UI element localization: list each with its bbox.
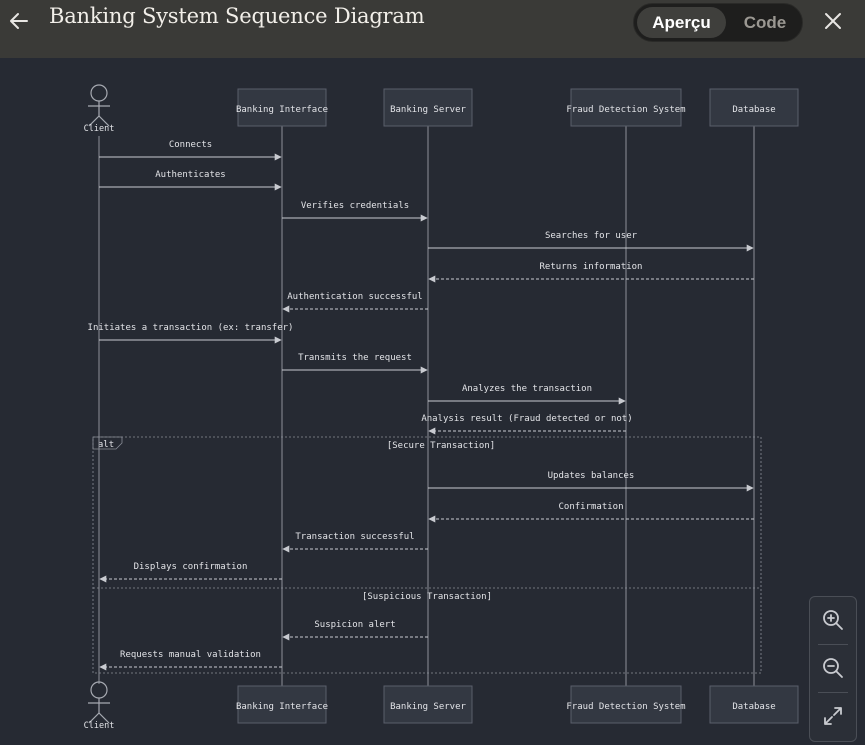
sequence-diagram: alt [Secure Transaction] [Suspicious Trans… [84,84,799,731]
participant-box [709,685,799,724]
actor-leg [98,115,110,127]
zoom-out-icon [823,658,843,678]
divider [818,644,848,645]
participant-box [237,685,327,724]
message-label: Requests manual validation [120,650,261,660]
participant-label: Banking Server [390,105,466,115]
back-button[interactable] [6,8,32,34]
tab-preview[interactable]: Aperçu [637,7,726,38]
message-label: Initiates a transaction (ex: transfer) [88,323,294,333]
zoom-in-icon [823,610,843,630]
participant-label: Database [732,105,775,115]
alt-branch-condition: [Suspicious Transaction] [362,592,492,602]
message-label: Suspicion alert [314,620,395,630]
zoom-controls [809,596,857,742]
arrow-left-icon [10,13,28,29]
message-label: Analyzes the transaction [462,384,592,394]
zoom-out-button[interactable] [810,645,856,691]
actor-leg [88,712,100,724]
participant-label: Banking Server [390,702,466,712]
participant-box [383,88,473,127]
fit-view-button[interactable] [810,693,856,739]
participant-label: Fraud Detection System [566,105,685,115]
header-bar: Banking System Sequence Diagram Aperçu C… [0,0,865,58]
view-toggle: Aperçu Code [633,3,803,42]
actor-head [90,681,108,699]
participant-label: Database [732,702,775,712]
page-title: Banking System Sequence Diagram [49,4,425,28]
message-label: Confirmation [558,502,623,512]
actor-leg [88,115,100,127]
actor-label: Client [84,721,115,731]
participant-label: Banking Interface [236,105,328,115]
message-label: Returns information [540,262,643,272]
message-label: Authentication successful [287,292,422,302]
message-label: Analysis result (Fraud detected or not) [421,414,632,424]
message-label: Updates balances [548,471,635,481]
alt-branch-condition: [Secure Transaction] [387,441,495,451]
participant-box [383,685,473,724]
alt-tag-label: alt [98,440,114,450]
message-label: Verifies credentials [301,201,409,211]
alt-fragment-tag [92,436,123,450]
message-label: Displays confirmation [134,562,248,572]
actor-label: Client [84,124,115,134]
actor-leg [98,712,110,724]
tab-code[interactable]: Code [743,13,787,32]
message-label: Searches for user [545,231,638,241]
participant-box [570,88,682,127]
message-label: Transaction successful [295,532,414,542]
message-label: Connects [169,140,212,150]
participant-box [237,88,327,127]
alt-fragment-box [92,436,762,674]
participant-label: Banking Interface [236,702,328,712]
actor-head [90,84,108,102]
participant-box [570,685,682,724]
close-icon [825,13,841,29]
divider [818,692,848,693]
close-button[interactable] [820,8,846,34]
diagram-canvas[interactable]: alt [Secure Transaction] [Suspicious Trans… [0,58,865,745]
message-label: Authenticates [155,170,225,180]
participant-box [709,88,799,127]
message-label: Transmits the request [298,353,412,363]
zoom-in-button[interactable] [810,597,856,643]
participant-label: Fraud Detection System [566,702,685,712]
expand-icon [824,707,842,725]
